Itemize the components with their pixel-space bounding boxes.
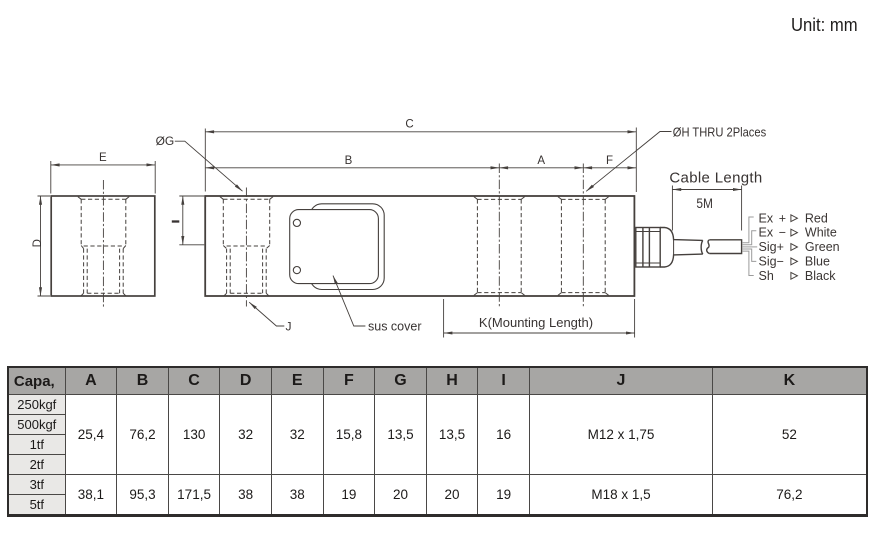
svg-text:Blue: Blue bbox=[805, 255, 830, 269]
svg-text:Sig−: Sig− bbox=[759, 255, 784, 269]
svg-text:Cable Length: Cable Length bbox=[669, 170, 762, 187]
svg-text:ØG: ØG bbox=[156, 134, 175, 148]
svg-text:5M: 5M bbox=[696, 195, 713, 211]
svg-text:B: B bbox=[345, 155, 353, 167]
svg-text:J: J bbox=[286, 320, 292, 334]
svg-text:D: D bbox=[32, 239, 44, 247]
svg-text:Ex: Ex bbox=[759, 226, 774, 240]
svg-text:Sig+: Sig+ bbox=[759, 240, 784, 254]
svg-text:Sh: Sh bbox=[759, 269, 774, 283]
svg-text:A: A bbox=[537, 155, 545, 167]
svg-text:−: − bbox=[779, 226, 786, 240]
svg-text:ØH THRU 2Places: ØH THRU 2Places bbox=[673, 125, 766, 140]
svg-text:F: F bbox=[606, 155, 613, 167]
svg-text:K(Mounting Length): K(Mounting Length) bbox=[479, 315, 593, 330]
svg-text:Green: Green bbox=[805, 240, 840, 254]
svg-text:Red: Red bbox=[805, 211, 828, 225]
svg-text:E: E bbox=[99, 152, 107, 164]
svg-text:C: C bbox=[405, 119, 413, 131]
svg-text:+: + bbox=[779, 211, 786, 225]
svg-text:Black: Black bbox=[805, 269, 836, 283]
svg-text:White: White bbox=[805, 226, 837, 240]
svg-text:sus cover: sus cover bbox=[368, 320, 422, 334]
svg-text:Ex: Ex bbox=[759, 211, 774, 225]
